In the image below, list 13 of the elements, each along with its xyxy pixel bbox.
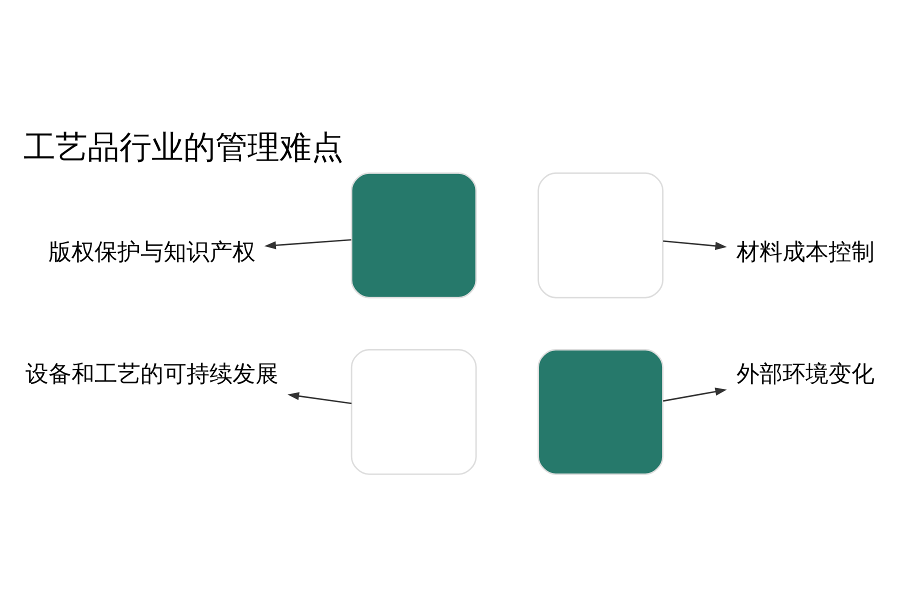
arrow [287, 392, 352, 404]
node-box [350, 172, 477, 298]
arrow [663, 240, 727, 250]
node-text: 设备和工艺的可持续发展 [25, 360, 278, 387]
node-box [538, 172, 664, 298]
diagram-title: 工艺品行业的管理难点 [24, 128, 344, 166]
node-text: 版权保护与知识产权 [48, 239, 256, 266]
node-box [350, 348, 477, 474]
node-box [538, 348, 664, 474]
arrow [663, 387, 727, 402]
arrow [264, 238, 352, 249]
node-text: 材料成本控制 [736, 239, 874, 266]
node-text: 外部环境变化 [736, 360, 874, 387]
